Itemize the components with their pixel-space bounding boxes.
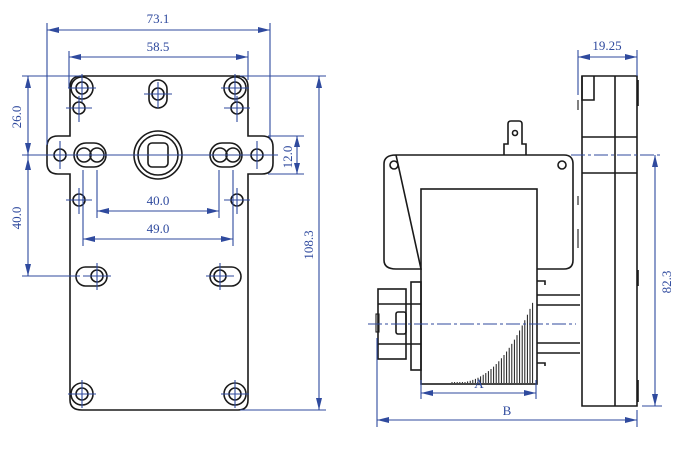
dimension-overall-height: 108.3 bbox=[240, 75, 326, 411]
dimension-outer-hole-spacing: 49.0 bbox=[82, 170, 234, 246]
mid-hole-right bbox=[224, 188, 250, 214]
small-hole-left bbox=[66, 96, 92, 122]
dimension-label-gearbox-depth: 19.25 bbox=[592, 38, 621, 53]
bracket-hole-right bbox=[557, 160, 567, 170]
front-view: 73.1 58.5 26.0 40.0 12.0 bbox=[9, 11, 326, 411]
side-view: 19.25 82.3 A B bbox=[368, 38, 674, 427]
dimension-label-motor-length: A bbox=[474, 376, 484, 391]
dimension-label-tab-height: 12.0 bbox=[280, 146, 295, 169]
dimension-inner-slot-spacing: 40.0 bbox=[96, 170, 220, 218]
dimension-label-overall-height: 108.3 bbox=[301, 230, 316, 259]
mid-hole-left bbox=[66, 188, 92, 214]
dimension-mounting-width: 58.5 bbox=[68, 39, 249, 88]
terminal-hole bbox=[511, 129, 519, 137]
dimension-overall-length: B bbox=[376, 338, 638, 427]
dimension-label-outer-hole-spacing: 49.0 bbox=[147, 221, 170, 236]
lower-slot-right bbox=[206, 263, 242, 290]
mounting-hole-bottom-right bbox=[221, 380, 249, 408]
bracket-hole-left bbox=[389, 160, 399, 170]
dimension-tab-to-slot: 40.0 bbox=[9, 155, 80, 277]
dimension-shaft-height: 82.3 bbox=[642, 155, 674, 407]
top-center-slot bbox=[144, 79, 172, 109]
dimension-top-to-tab: 26.0 bbox=[9, 75, 82, 156]
motor-bracket bbox=[383, 154, 574, 270]
motor-shaft-housing bbox=[537, 280, 580, 366]
dimension-label-overall-length: B bbox=[503, 403, 512, 418]
dimension-label-overall-width: 73.1 bbox=[147, 11, 170, 26]
terminal-tab bbox=[503, 120, 527, 155]
lower-slot-left bbox=[75, 263, 111, 290]
dimension-label-mounting-width: 58.5 bbox=[147, 39, 170, 54]
output-shaft bbox=[375, 281, 422, 371]
mounting-plate-outline bbox=[46, 75, 274, 411]
dimension-overall-width: 73.1 bbox=[46, 11, 271, 145]
dimension-label-tab-to-slot: 40.0 bbox=[9, 207, 24, 230]
mounting-hole-top-right bbox=[221, 74, 249, 102]
dimension-motor-length: A bbox=[420, 376, 537, 399]
dimension-tab-height: 12.0 bbox=[268, 135, 304, 175]
dimension-gearbox-depth: 19.25 bbox=[577, 38, 638, 95]
mounting-hole-bottom-left bbox=[68, 380, 96, 408]
gearbox-housing bbox=[577, 75, 639, 407]
mounting-hole-top-left bbox=[68, 74, 96, 102]
dimension-label-shaft-height: 82.3 bbox=[659, 271, 674, 294]
dimension-label-inner-slot-spacing: 40.0 bbox=[147, 193, 170, 208]
winding-hatch bbox=[451, 302, 534, 383]
dimension-label-top-to-tab: 26.0 bbox=[9, 106, 24, 129]
small-hole-right bbox=[224, 96, 250, 122]
